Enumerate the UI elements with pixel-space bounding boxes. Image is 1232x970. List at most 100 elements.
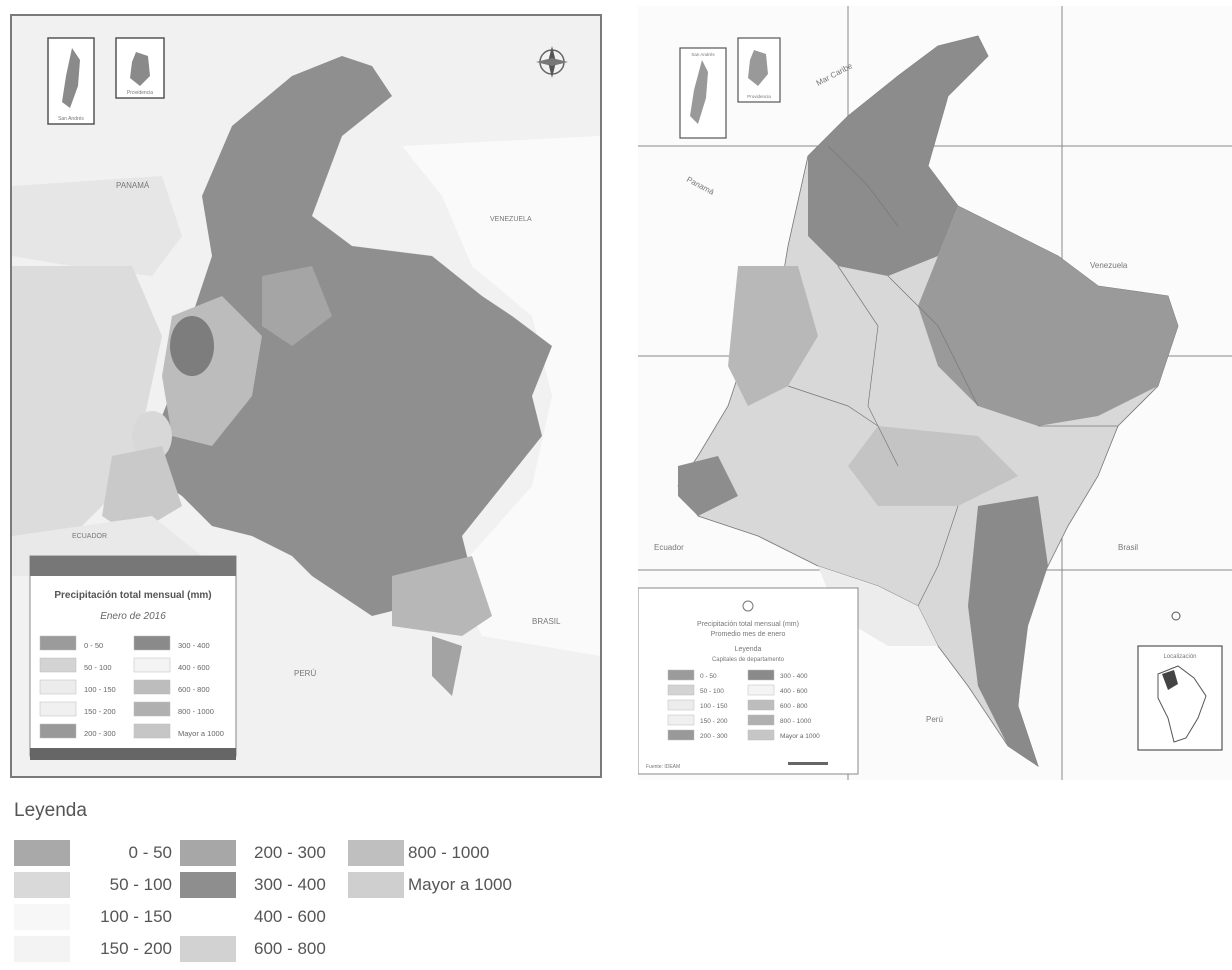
bottom-legend-swatch (180, 904, 236, 930)
right-legend-heading: Leyenda (735, 646, 762, 653)
right-map-symbol-icon (1171, 611, 1181, 621)
bottom-legend-label: 600 - 800 (254, 939, 326, 958)
left-map-panama (12, 176, 182, 276)
right-inset-san-andres-label: San Andrés (691, 52, 715, 57)
right-legend-label: 0 - 50 (700, 673, 717, 680)
bottom-legend-swatch (348, 840, 404, 866)
bottom-legend-swatch (14, 904, 70, 930)
left-precipitation-map: San Andrés Providencia PANAMÁ VENEZUELA … (10, 14, 602, 778)
right-legend-frame (638, 587, 859, 775)
right-label-venezuela: Venezuela (1090, 261, 1128, 270)
left-legend-title: Precipitación total mensual (mm) (54, 590, 211, 601)
bottom-legend-label: 300 - 400 (254, 875, 326, 894)
left-map-patch-7 (432, 636, 462, 696)
right-map-pacific-south-patch (678, 456, 738, 516)
left-legend-frame (29, 555, 237, 757)
left-label-brasil: BRASIL (532, 617, 561, 626)
bottom-legend-label: Mayor a 1000 (408, 875, 512, 894)
left-legend-label: 100 - 150 (84, 685, 116, 694)
left-legend-swatch (39, 701, 77, 717)
right-legend-logo-icon (742, 600, 754, 612)
bottom-legend-label: 50 - 100 (109, 875, 172, 894)
right-legend-swatch (667, 714, 695, 726)
right-south-america-outline (1157, 665, 1207, 743)
left-legend-swatch (133, 635, 171, 651)
right-localization-box (1137, 645, 1223, 751)
right-legend-label: 400 - 600 (780, 688, 808, 695)
left-legend-swatch (133, 679, 171, 695)
right-legend-swatch (747, 699, 775, 711)
right-legend-label: 300 - 400 (780, 673, 808, 680)
left-legend-swatch (133, 657, 171, 673)
right-legend-swatch (747, 669, 775, 681)
right-legend-subheading: Capitales de departamento (712, 657, 785, 663)
left-legend-label: 400 - 600 (178, 663, 210, 672)
right-map-amazon-east (968, 496, 1048, 766)
left-label-ecuador: ECUADOR (72, 533, 107, 540)
left-inset-san-andres-label: San Andrés (58, 116, 84, 122)
left-map-patch-5 (102, 446, 182, 536)
left-legend-label: 800 - 1000 (178, 707, 214, 716)
right-map-caribbean-region (808, 36, 988, 276)
right-map-amazon-patch (848, 426, 1018, 506)
right-legend-items: 0 - 50 300 - 400 50 - 100 400 - 600 100 - 15… (667, 669, 820, 741)
right-localization-label: Localización (1163, 654, 1196, 660)
left-map-legend: Precipitación total mensual (mm) Enero d… (29, 555, 237, 760)
left-inset-providencia-island (130, 52, 150, 86)
left-legend-label: 150 - 200 (84, 707, 116, 716)
right-legend-label: 200 - 300 (700, 733, 728, 740)
right-legend-label: 600 - 800 (780, 703, 808, 710)
bottom-legend-swatch (348, 872, 404, 898)
left-legend-swatch (39, 657, 77, 673)
bottom-legend-swatch (180, 872, 236, 898)
right-legend-title: Precipitación total mensual (mm) (697, 621, 799, 628)
left-map-patch-3 (170, 316, 214, 376)
right-legend-swatch (667, 669, 695, 681)
right-legend-swatch (747, 714, 775, 726)
left-label-peru: PERÚ (294, 669, 316, 678)
left-map-neighbor-east (402, 136, 600, 656)
bottom-legend-label: 400 - 600 (254, 907, 326, 926)
bottom-legend-swatch (14, 872, 70, 898)
bottom-legend-swatch (14, 840, 70, 866)
right-map-legend: Precipitación total mensual (mm) Promedi… (638, 587, 859, 775)
right-colombia-highlight (1162, 670, 1178, 690)
left-north-arrow-icon (536, 46, 568, 78)
right-label-brasil: Brasil (1118, 543, 1138, 552)
right-inset-providencia-island (748, 50, 768, 86)
left-map-canvas: San Andrés Providencia PANAMÁ VENEZUELA … (12, 16, 600, 776)
left-legend-swatch (39, 679, 77, 695)
right-legend-swatch (667, 684, 695, 696)
right-map-department-lines (787, 145, 1118, 607)
right-legend-swatch (747, 729, 775, 741)
left-legend-label: 50 - 100 (84, 663, 112, 672)
bottom-legend-label: 0 - 50 (128, 843, 172, 862)
right-precipitation-map: San Andrés Providencia Mar Caribe Panamá… (638, 6, 1232, 780)
bottom-legend-label: 100 - 150 (100, 907, 172, 926)
left-inset-providencia-label: Providencia (127, 90, 153, 96)
left-legend-label: 200 - 300 (84, 729, 116, 738)
left-legend-label: 300 - 400 (178, 641, 210, 650)
left-legend-footer-band (30, 748, 236, 760)
right-legend-label: Mayor a 1000 (780, 733, 820, 740)
left-legend-label: Mayor a 1000 (178, 729, 224, 738)
left-legend-header-band (30, 556, 236, 576)
bottom-legend-swatch (14, 936, 70, 962)
left-legend-swatch (39, 635, 77, 651)
right-legend-source: Fuente: IDEAM (646, 764, 680, 770)
right-legend-label: 100 - 150 (700, 703, 728, 710)
right-legend-subtitle: Promedio mes de enero (711, 631, 786, 638)
bottom-legend-label: 200 - 300 (254, 843, 326, 862)
right-map-andes-patch (728, 266, 818, 406)
right-legend-label: 50 - 100 (700, 688, 724, 695)
right-map-orinoquia-region (918, 206, 1178, 426)
left-inset-san-andres-island (62, 48, 80, 108)
right-localization-inset: Localización (1137, 611, 1223, 751)
right-label-ecuador: Ecuador (654, 543, 684, 552)
right-legend-scalebar (788, 762, 828, 765)
bottom-legend-title: Leyenda (14, 800, 87, 821)
bottom-legend-label: 800 - 1000 (408, 843, 490, 862)
left-legend-subtitle: Enero de 2016 (100, 611, 166, 622)
